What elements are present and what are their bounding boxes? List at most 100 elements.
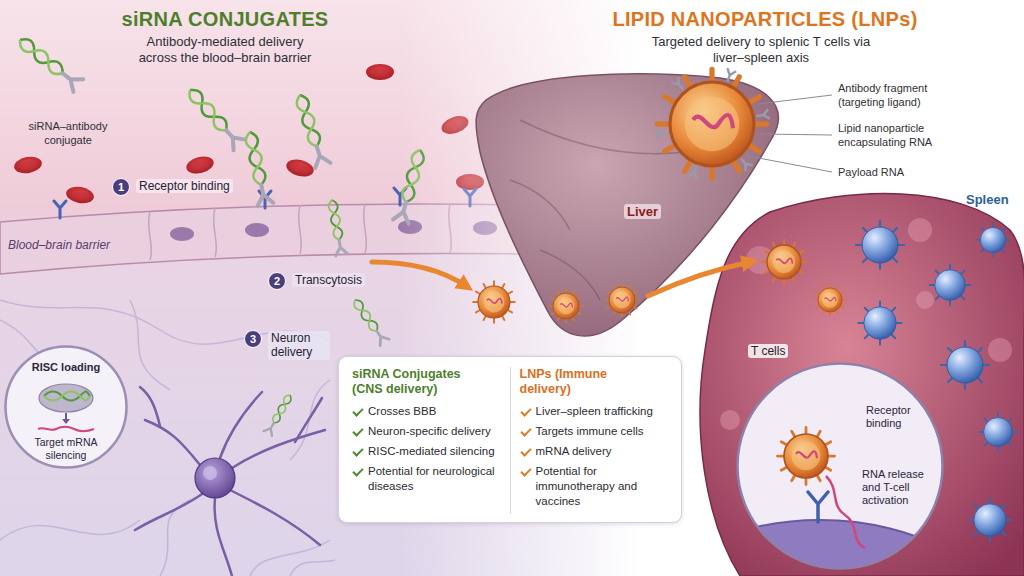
t-cell — [979, 413, 1017, 451]
sirna-antibody-conjugate — [184, 85, 245, 151]
inset-heading: RISC loading — [14, 361, 118, 374]
blood-brain-barrier — [299, 205, 302, 254]
blood-brain-barrier — [149, 212, 152, 260]
lipid-nanoparticle — [655, 128, 667, 138]
spleen — [988, 338, 1012, 362]
trafficking-arrow — [648, 262, 750, 296]
label-anchor: T cells — [748, 344, 788, 358]
risc-inset — [39, 384, 93, 412]
comparison-panel: siRNA Conjugates (CNS delivery)Crosses B… — [338, 356, 682, 523]
t-cell — [930, 265, 971, 306]
label-anchor: Payload RNA — [838, 166, 904, 180]
checklist-item: Liver–spleen trafficking — [520, 404, 669, 419]
risc-inset — [44, 392, 90, 401]
sirna-antibody-conjugate — [264, 393, 295, 436]
lipid-nanoparticle — [814, 284, 845, 315]
callout-number: 1 — [112, 178, 130, 196]
section-subtitle: Antibody-mediated delivery across the bl… — [130, 34, 320, 65]
organ-label: Liver — [624, 204, 661, 219]
inset-caption: Target mRNA silencing — [26, 436, 106, 461]
spleen — [916, 291, 934, 309]
part-label: siRNA–antibody conjugate — [20, 120, 116, 148]
text-anchor: 3 — [244, 330, 262, 348]
inset-outline — [736, 362, 944, 570]
risc-inset — [62, 419, 70, 424]
blood-cells — [366, 64, 394, 80]
panel-column: LNPs (Immune delivery)Liver–spleen traff… — [510, 367, 678, 514]
lipid-nanoparticle — [724, 69, 735, 82]
t-cell — [941, 341, 989, 389]
neuron — [145, 420, 200, 465]
blood-brain-barrier — [364, 204, 367, 253]
lipid-nanoparticle — [473, 281, 515, 323]
inset-outline — [738, 364, 943, 569]
t-cell-inset — [808, 492, 828, 522]
t-cell-inset — [630, 427, 1010, 576]
text-anchor: 1 — [112, 178, 130, 196]
neuron — [295, 398, 322, 442]
blood-cells — [284, 157, 315, 180]
callout-step: 2Transcytosis — [268, 272, 286, 290]
t-cell — [976, 223, 1010, 257]
label-anchor: siRNA CONJUGATES — [108, 8, 342, 31]
liver — [510, 180, 570, 230]
blood-brain-barrier — [245, 223, 269, 237]
callout-circle — [245, 331, 262, 348]
blood-cells — [184, 154, 215, 177]
section-title: siRNA CONJUGATES — [108, 8, 342, 31]
cell-label: T cells — [748, 344, 788, 358]
neuron — [232, 430, 325, 468]
text-anchor: Transcytosis — [292, 273, 365, 287]
lipid-nanoparticle — [757, 110, 769, 120]
step-label: Neuron delivery — [268, 331, 330, 360]
label-anchor: Spleen — [966, 192, 1009, 207]
sirna-antibody-conjugate — [326, 199, 347, 256]
checklist-item: mRNA delivery — [520, 444, 669, 459]
organ-label: Spleen — [966, 192, 1009, 207]
t-cell — [968, 498, 1011, 541]
section-subtitle: Targeted delivery to splenic T cells via… — [636, 34, 886, 65]
blood-brain-barrier — [54, 201, 66, 218]
neural-network — [290, 560, 335, 576]
neuron — [195, 458, 235, 498]
lipid-nanoparticle — [672, 78, 685, 92]
step-label: Receptor binding — [136, 179, 233, 193]
spleen — [720, 410, 740, 430]
checklist-item: Neuron-specific delivery — [352, 424, 501, 439]
risc-inset — [38, 427, 94, 432]
part-label: Lipid nanoparticle encapsulating RNA — [838, 122, 952, 150]
label-anchor: Blood–brain barrier — [8, 238, 110, 252]
label-anchor: Liver — [624, 204, 661, 219]
neural-network — [130, 300, 170, 390]
t-cell — [856, 221, 904, 269]
trafficking-arrow — [372, 262, 750, 296]
lipid-nanoparticle — [605, 283, 639, 317]
leader-line — [748, 95, 832, 172]
checklist-item: Potential for neurological diseases — [352, 464, 501, 494]
part-label: Payload RNA — [838, 166, 904, 180]
label-anchor: Targeted delivery to splenic T cells via… — [636, 34, 886, 65]
sirna-antibody-conjugate — [292, 93, 330, 168]
spleen — [908, 218, 932, 242]
neural-network — [0, 300, 335, 576]
t-cell-inset — [826, 476, 865, 548]
callout-step: 1Receptor binding — [112, 178, 130, 196]
label-anchor: siRNA–antibody conjugate — [20, 120, 116, 148]
label-anchor: Lipid nanoparticle encapsulating RNA — [838, 122, 952, 150]
risc-inset — [38, 384, 94, 431]
label-anchor: Antibody-mediated delivery across the bl… — [130, 34, 320, 65]
inset-circle: Receptor bindingRNA release and T-cell a… — [736, 362, 944, 570]
text-anchor: Target mRNA silencing — [26, 436, 106, 461]
t-cell — [858, 301, 901, 344]
column-heading: siRNA Conjugates (CNS delivery) — [352, 367, 472, 397]
text-anchor: Receptor binding — [866, 404, 926, 430]
text-anchor: 2 — [268, 272, 286, 290]
blood-cells — [13, 155, 43, 176]
callout-circle — [269, 273, 286, 290]
trafficking-arrow — [372, 262, 466, 286]
neuron — [220, 392, 262, 458]
callout-step: 3Neuron delivery — [244, 330, 262, 348]
neural-network — [0, 520, 140, 540]
neural-network — [160, 500, 190, 576]
